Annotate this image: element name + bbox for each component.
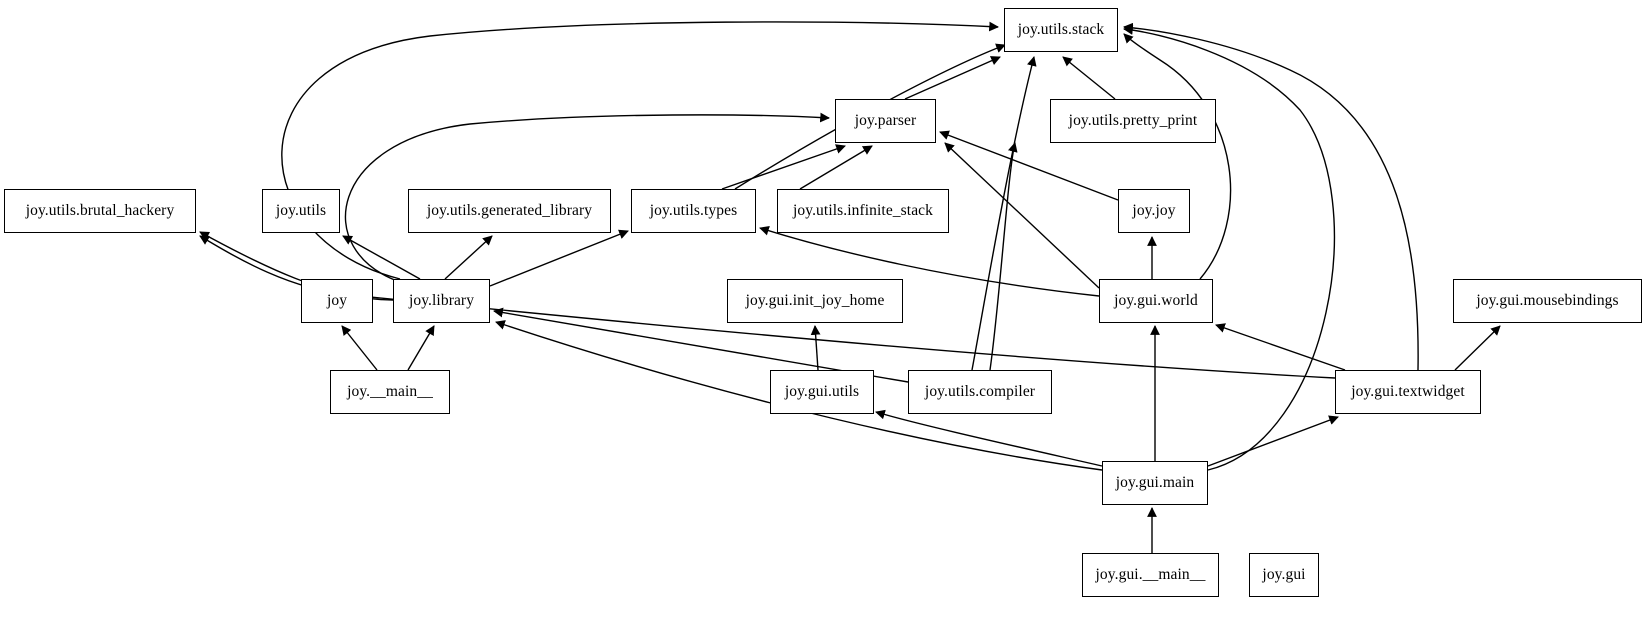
- node-joy-utils[interactable]: joy.utils: [262, 189, 340, 233]
- edge-joy-utils-compiler-to-joy-utils-stack: [971, 56, 1037, 371]
- edge-joy-library-to-joy-utils-types: [489, 229, 629, 287]
- node-joy-utils-compiler[interactable]: joy.utils.compiler: [908, 370, 1052, 414]
- node-joy-gui-utils[interactable]: joy.gui.utils: [770, 370, 874, 414]
- edge-joy-main-to-joy-library: [407, 325, 435, 371]
- node-label: joy.gui.init_joy_home: [745, 292, 885, 310]
- node-label: joy.utils.infinite_stack: [792, 202, 933, 220]
- edge-joy-utils-pretty-print-to-joy-utils-stack: [1062, 56, 1116, 100]
- node-label: joy.utils.types: [649, 202, 738, 220]
- edge-joy-gui-main-to-joy-utils-stack: [1123, 25, 1336, 471]
- edge-joy-library-to-joy-utils-stack: [281, 21, 999, 280]
- node-label: joy.gui.mousebindings: [1476, 292, 1619, 310]
- node-joy-utils-pretty-print[interactable]: joy.utils.pretty_print: [1050, 99, 1216, 143]
- node-label: joy.gui.__main__: [1095, 566, 1206, 584]
- edge-joy-library-to-joy-utils-generated-library: [444, 235, 493, 280]
- edge-joy-parser-to-joy-utils-stack: [904, 56, 1001, 100]
- node-label: joy.utils.generated_library: [426, 202, 593, 220]
- node-joy-utils-stack[interactable]: joy.utils.stack: [1004, 8, 1118, 52]
- edge-joy-gui-main-to-joy-gui-utils: [875, 409, 1103, 467]
- node-joy-joy[interactable]: joy.joy: [1118, 189, 1190, 233]
- edge-joy-gui-world-to-joy-parser: [944, 142, 1100, 289]
- node-label: joy.gui.main: [1115, 474, 1195, 492]
- node-joy-gui-init-joy-home[interactable]: joy.gui.init_joy_home: [727, 279, 903, 323]
- node-label: joy.utils.brutal_hackery: [25, 202, 175, 220]
- node-label: joy.utils.stack: [1017, 21, 1105, 39]
- edge-joy-gui-world-to-joy-utils-stack: [1123, 33, 1232, 280]
- node-joy-parser[interactable]: joy.parser: [835, 99, 936, 143]
- node-label: joy.utils: [275, 202, 327, 220]
- node-label: joy.gui.textwidget: [1351, 383, 1465, 401]
- node-joy-utils-types[interactable]: joy.utils.types: [631, 189, 756, 233]
- node-label: joy.utils.pretty_print: [1068, 112, 1198, 130]
- node-joy-gui-world[interactable]: joy.gui.world: [1099, 279, 1213, 323]
- edge-joy-library-to-joy-utils: [342, 235, 421, 280]
- edge-joy-utils-infinite-stack-to-joy-parser: [799, 145, 873, 190]
- node-label: joy.gui.utils: [784, 383, 860, 401]
- edge-joy-gui-textwidget-to-joy-gui-mousebindings: [1454, 325, 1501, 371]
- node-label: joy: [326, 292, 348, 310]
- node-joy-gui-dunder-main[interactable]: joy.gui.__main__: [1082, 553, 1219, 597]
- node-label: joy.gui: [1262, 566, 1306, 584]
- edge-joy-gui-main-to-joy-gui-textwidget: [1207, 415, 1339, 467]
- node-label: joy.library: [408, 292, 475, 310]
- node-joy-gui-textwidget[interactable]: joy.gui.textwidget: [1335, 370, 1481, 414]
- node-label: joy.joy: [1132, 202, 1176, 220]
- edge-joy-main-to-joy: [341, 325, 378, 371]
- node-joy-utils-generated-library[interactable]: joy.utils.generated_library: [408, 189, 611, 233]
- edge-joy-utils-compiler-to-joy-parser-b: [989, 142, 1018, 371]
- node-label: joy.gui.world: [1114, 292, 1198, 310]
- node-joy-dunder-main[interactable]: joy.__main__: [330, 370, 450, 414]
- node-joy-gui-main[interactable]: joy.gui.main: [1102, 461, 1208, 505]
- node-joy-library[interactable]: joy.library: [393, 279, 490, 323]
- node-label: joy.parser: [854, 112, 917, 130]
- node-joy-utils-brutal-hackery[interactable]: joy.utils.brutal_hackery: [4, 189, 196, 233]
- node-joy-gui[interactable]: joy.gui: [1249, 553, 1319, 597]
- node-joy-utils-infinite-stack[interactable]: joy.utils.infinite_stack: [777, 189, 949, 233]
- edge-joy-gui-utils-to-joy-gui-init-joy-home: [810, 325, 821, 371]
- node-joy-gui-mousebindings[interactable]: joy.gui.mousebindings: [1453, 279, 1642, 323]
- node-label: joy.utils.compiler: [924, 383, 1036, 401]
- node-label: joy.__main__: [347, 383, 433, 401]
- node-joy[interactable]: joy: [301, 279, 373, 323]
- edge-joy-utils-types-to-joy-parser: [721, 144, 846, 190]
- edge-joy-gui-textwidget-to-joy-gui-world: [1215, 323, 1346, 371]
